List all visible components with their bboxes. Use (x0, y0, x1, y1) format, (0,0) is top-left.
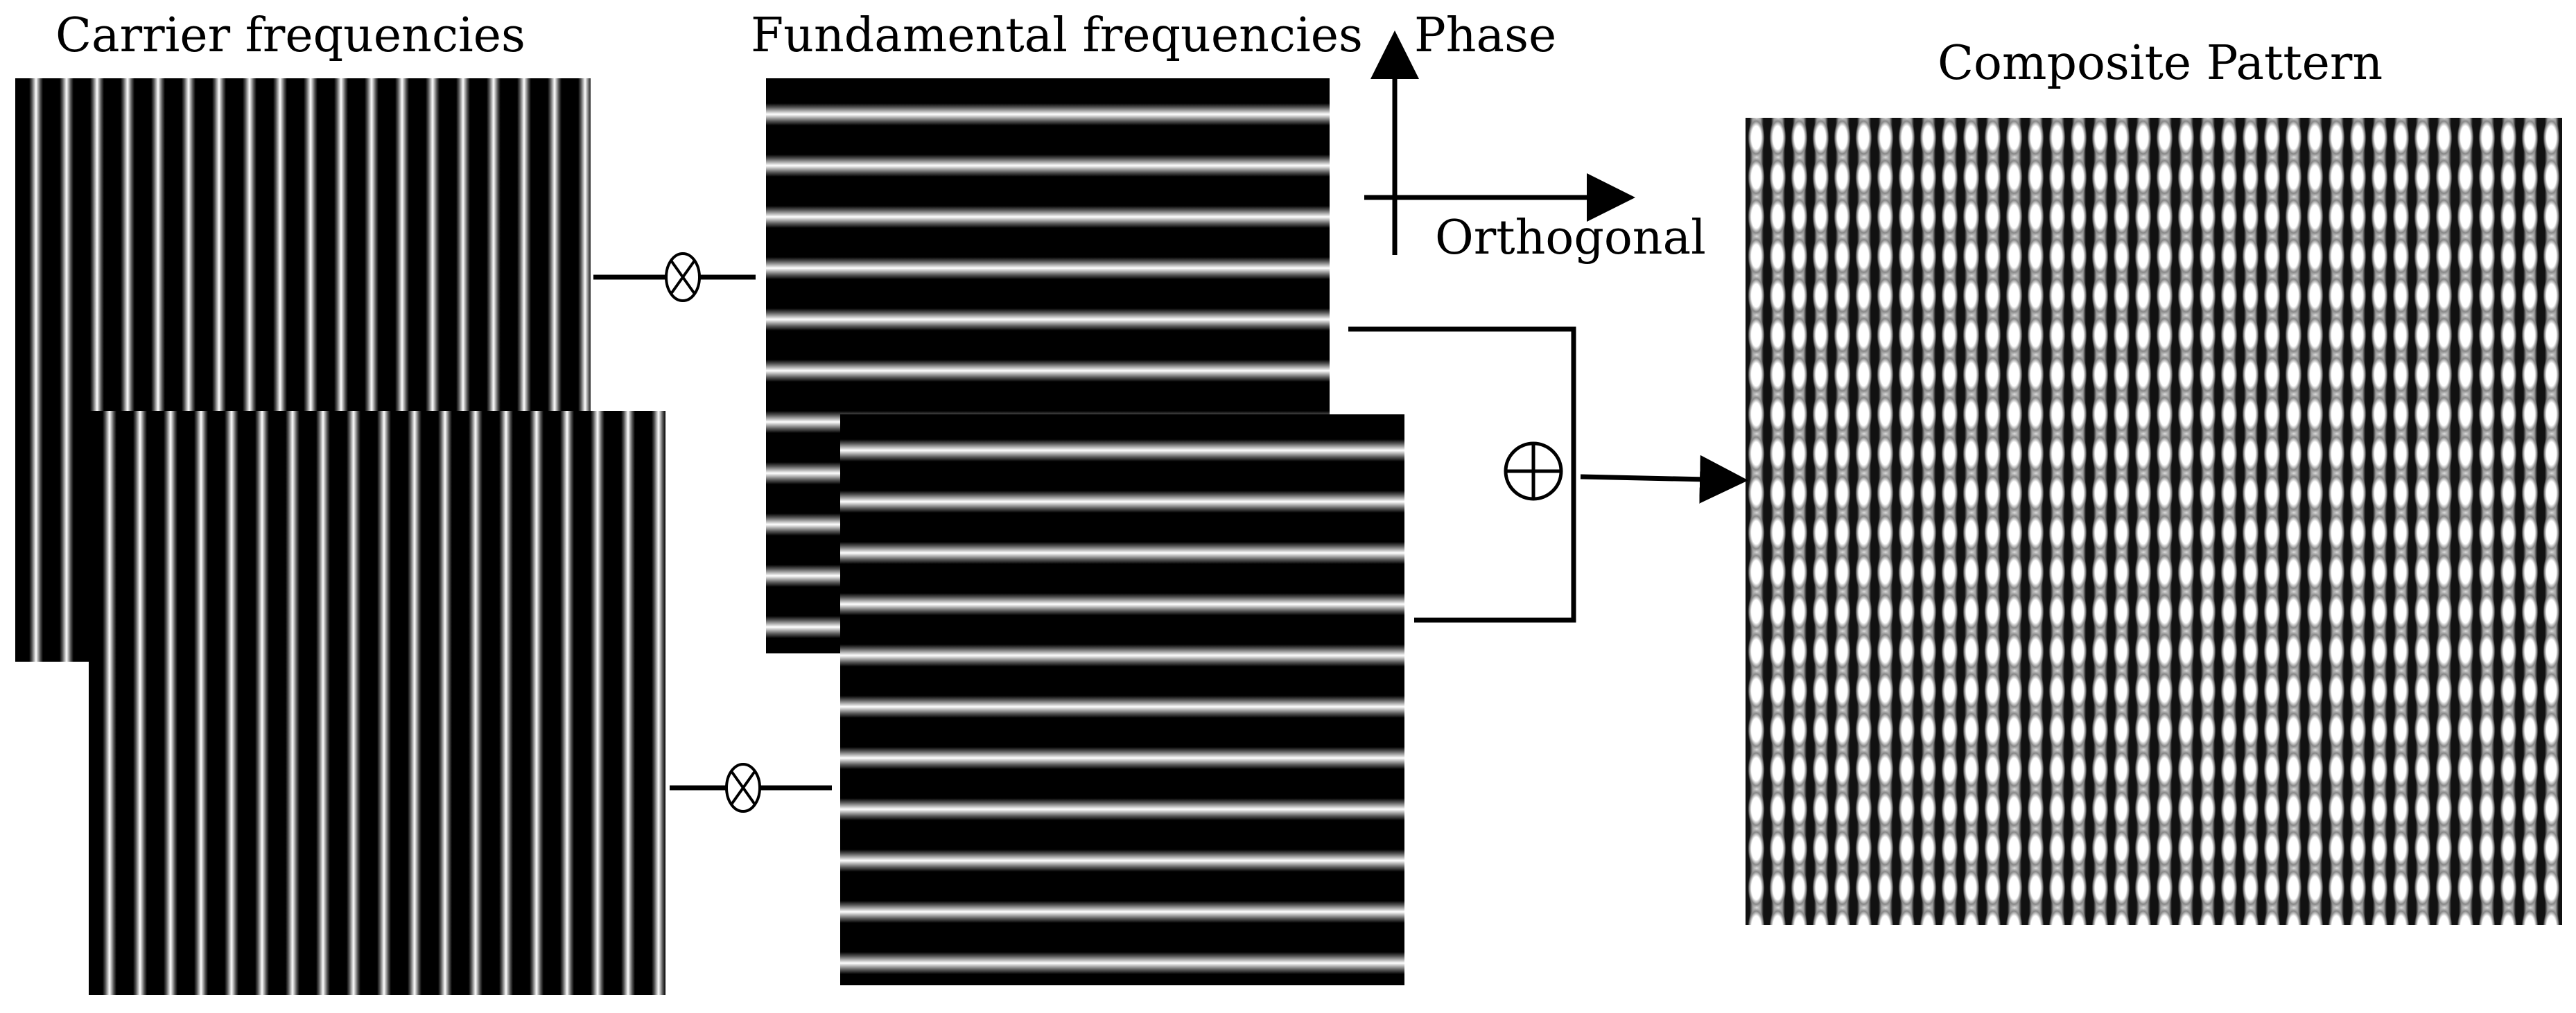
add-icon (1504, 441, 1563, 501)
fundamental-pattern-2 (840, 414, 1404, 985)
orthogonal-axis-label: Orthogonal (1435, 211, 1706, 265)
sum-bracket (1348, 326, 1576, 623)
output-arrow (1580, 455, 1748, 504)
multiply-icon (725, 763, 761, 813)
carrier-pattern-2 (89, 411, 665, 995)
fundamental-frequencies-label: Fundamental frequencies (751, 8, 1363, 63)
composite-pattern (1746, 118, 2562, 925)
composite-pattern-label: Composite Pattern (1938, 36, 2383, 91)
phase-axis-label: Phase (1414, 8, 1557, 63)
carrier-frequencies-label: Carrier frequencies (55, 8, 525, 63)
multiply-icon (665, 252, 701, 302)
